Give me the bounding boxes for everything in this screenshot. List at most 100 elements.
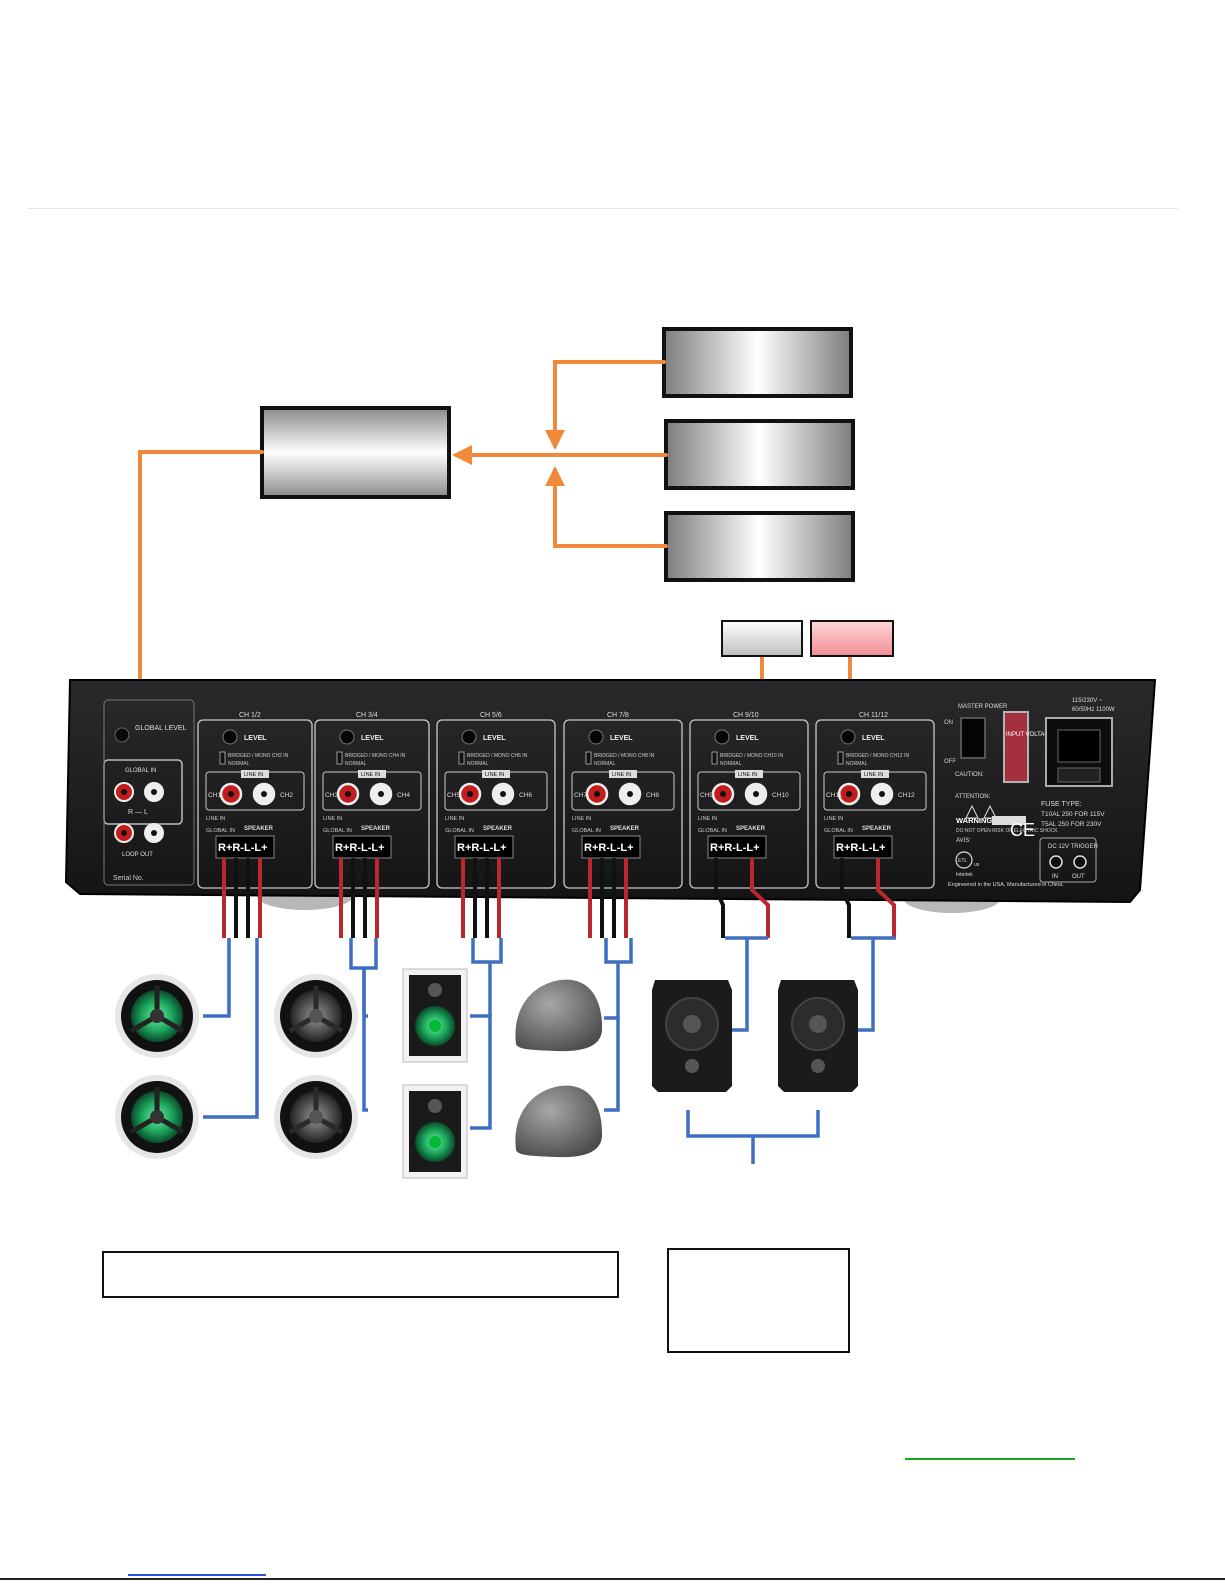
processor-box: [260, 406, 451, 499]
global-in-mode-label: GLOBAL IN: [206, 828, 235, 834]
bridged-label: BRIDGED / MONO CH8 IN: [594, 753, 655, 759]
intertek-label: Intertek: [956, 872, 973, 878]
level-knob[interactable]: [461, 729, 477, 745]
mode-switch[interactable]: [336, 751, 343, 765]
terminal-labels: R+R-L-L+: [457, 842, 507, 854]
channel-name: CH 9/10: [733, 712, 759, 719]
left-channel-label: CH5: [447, 792, 460, 799]
terminal-labels: R+R-L-L+: [710, 842, 760, 854]
bridged-label: BRIDGED / MONO CH2 IN: [228, 753, 289, 759]
speaker-wire: [714, 858, 725, 938]
master-power-label: MASTER POWER: [958, 704, 1008, 710]
level-label: LEVEL: [610, 735, 633, 742]
bridged-label: BRIDGED / MONO CH4 IN: [345, 753, 406, 759]
input-voltage-label: INPUT VOLTAGE: [1006, 732, 1053, 738]
level-knob[interactable]: [222, 729, 238, 745]
speakers: [115, 968, 858, 1179]
left-channel-label: CH11: [826, 792, 843, 799]
fuse-rating-1: T10AL 250 FOR 115V: [1041, 811, 1105, 818]
trigger-in-jack[interactable]: [1049, 855, 1063, 869]
normal-label: NORMAL: [228, 761, 250, 767]
channel-name: CH 3/4: [356, 712, 378, 719]
speaker-terminal-block[interactable]: [833, 835, 893, 859]
source-box-3: [664, 511, 855, 582]
mode-switch[interactable]: [711, 751, 718, 765]
normal-label: NORMAL: [846, 761, 868, 767]
global-in-mode-label: GLOBAL IN: [323, 828, 352, 834]
speaker-terminal-block[interactable]: [215, 835, 275, 859]
normal-label: NORMAL: [345, 761, 367, 767]
warning-text: DO NOT OPEN RISK OF ELECTRIC SHOCK: [956, 828, 1058, 834]
speaker-terminal-block[interactable]: [332, 835, 392, 859]
channel-outline: [436, 719, 556, 889]
speaker-terminal-block[interactable]: [581, 835, 641, 859]
channel-name: CH 7/8: [607, 712, 629, 719]
footer-link-underline[interactable]: [905, 1458, 1075, 1460]
global-in-mode-label: GLOBAL IN: [445, 828, 474, 834]
in-wall-speaker-1: [402, 968, 468, 1063]
bridged-label: BRIDGED / MONO CH10 IN: [720, 753, 783, 759]
rock-speaker-1: [515, 979, 603, 1052]
channel-name: CH 1/2: [239, 712, 261, 719]
global-level-knob[interactable]: [114, 727, 130, 743]
trigger-out-jack[interactable]: [1073, 855, 1087, 869]
mode-switch[interactable]: [837, 751, 844, 765]
channel-outline: [815, 719, 935, 889]
terminal-labels: R+R-L-L+: [335, 842, 385, 854]
speaker-terminal-block[interactable]: [707, 835, 767, 859]
speaker-label: SPEAKER: [736, 826, 766, 832]
level-knob[interactable]: [339, 729, 355, 745]
page-bottom-rule: [0, 1578, 1225, 1580]
left-channel-label: CH9: [700, 792, 713, 799]
speaker-label: SPEAKER: [862, 826, 892, 832]
engineered-label: Engineered in the USA, Manufactured in C…: [948, 882, 1064, 888]
terminal-labels: R+R-L-L+: [584, 842, 634, 854]
source-3-line: [545, 466, 668, 548]
serial-panel-outline: [103, 699, 195, 886]
normal-label: NORMAL: [467, 761, 489, 767]
normal-label: NORMAL: [720, 761, 742, 767]
line-in-mode-label: LINE IN: [824, 816, 843, 822]
global-level-label: GLOBAL LEVEL: [135, 725, 187, 732]
input-voltage-selector[interactable]: [1003, 711, 1029, 783]
channel-outline: [197, 719, 313, 889]
ceiling-speaker-green-1: [115, 974, 199, 1058]
mode-switch[interactable]: [219, 751, 226, 765]
right-channel-label: CH8: [646, 792, 659, 799]
speaker-label: SPEAKER: [610, 826, 640, 832]
blue-speaker-wiring: [203, 936, 896, 1164]
global-in-mode-label: GLOBAL IN: [698, 828, 727, 834]
line-in-label: LINE IN: [612, 772, 631, 778]
outdoor-speaker-2: [778, 980, 858, 1092]
speaker-terminal-block[interactable]: [454, 835, 514, 859]
warning-label: WARNING:: [956, 816, 995, 825]
warning-triangle-icon: [965, 804, 979, 819]
outdoor-speaker-1: [652, 980, 732, 1092]
speaker-label: SPEAKER: [483, 826, 513, 832]
in-wall-speaker-2: [402, 1084, 468, 1179]
line-in-label: LINE IN: [485, 772, 504, 778]
line-in-tag: [735, 770, 763, 778]
channel-outline: [563, 719, 683, 889]
level-knob[interactable]: [840, 729, 856, 745]
footer-link-underline-blue[interactable]: [128, 1574, 266, 1576]
power-switch[interactable]: [960, 717, 986, 759]
channel-outline: [689, 719, 809, 889]
gray-input-box: [721, 620, 803, 657]
line-in-tag: [482, 770, 510, 778]
level-knob[interactable]: [714, 729, 730, 745]
trigger-panel-outline: [1039, 837, 1097, 883]
mode-switch[interactable]: [458, 751, 465, 765]
line-in-mode-label: LINE IN: [323, 816, 342, 822]
line-in-mode-label: LINE IN: [206, 816, 225, 822]
processor-to-amp-line: [130, 450, 264, 780]
trigger-in-label: IN: [1052, 874, 1058, 880]
mode-switch[interactable]: [585, 751, 592, 765]
power-off-label: OFF: [944, 759, 956, 765]
level-knob[interactable]: [588, 729, 604, 745]
